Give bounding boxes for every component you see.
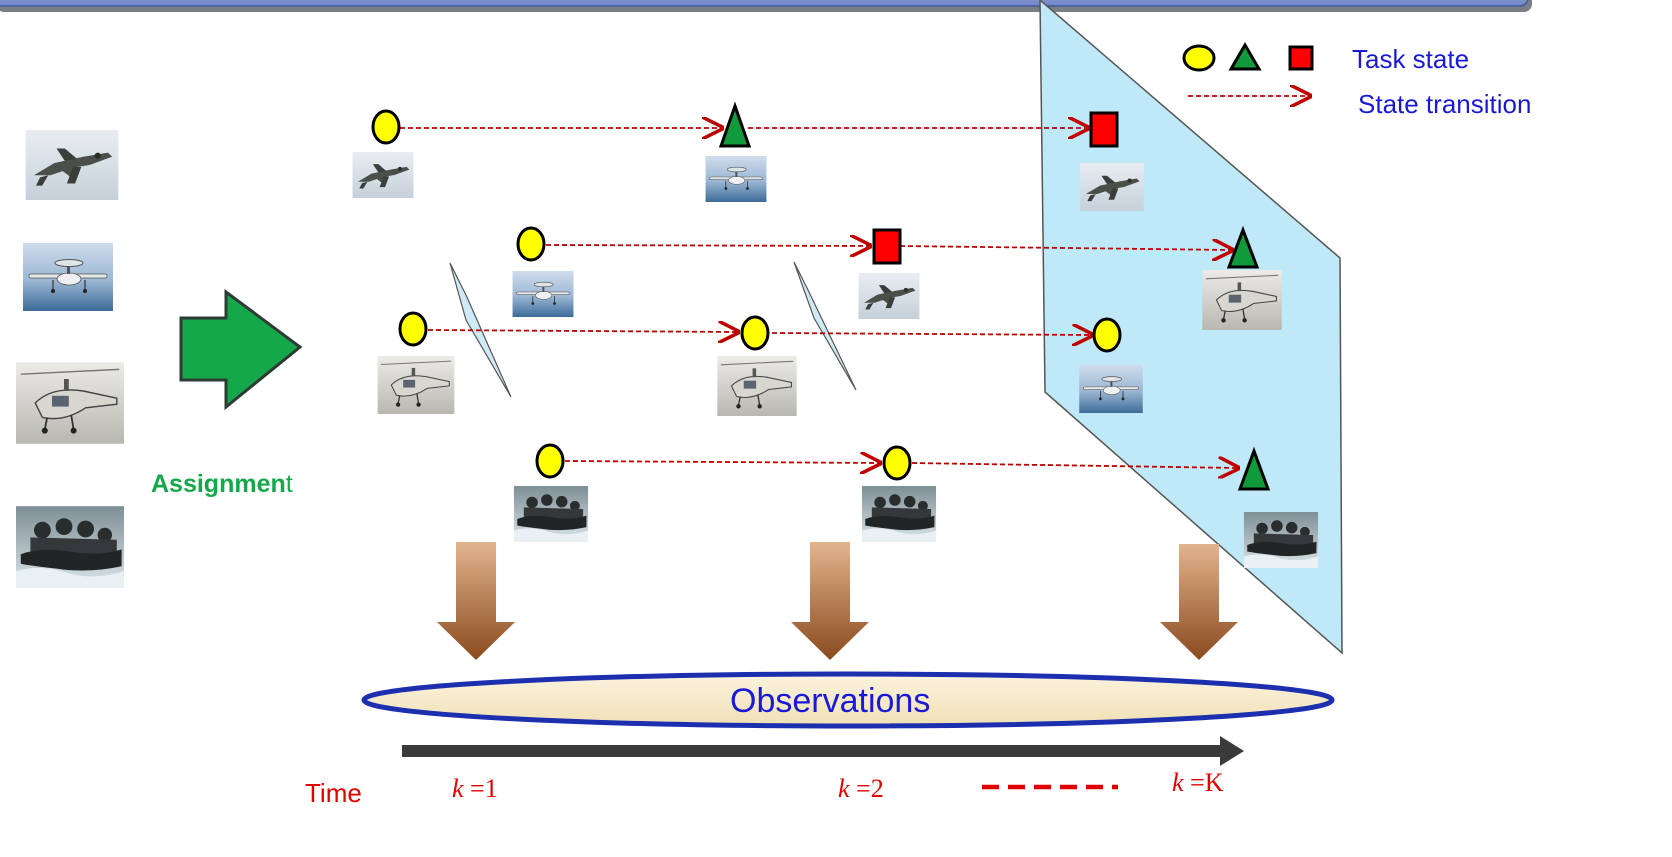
transition-line	[771, 333, 1092, 335]
legend-state-transition: State transition	[1358, 89, 1532, 119]
time-axis	[402, 736, 1244, 790]
legend-task-state: Task state	[1352, 44, 1470, 74]
inflatable-boat-icon	[861, 486, 937, 542]
observations-ellipse	[361, 671, 1335, 729]
state-transitions	[400, 128, 1238, 468]
square-state-icon	[872, 228, 902, 265]
time-step-k1: k =1	[452, 774, 498, 803]
down-arrow-icon	[1160, 544, 1238, 660]
circle-state-icon	[516, 226, 546, 262]
triangle-state-icon	[1228, 42, 1262, 71]
triangle-state-icon	[1226, 225, 1260, 269]
seahawk-helicopter-icon	[16, 361, 124, 445]
harrier-jet-icon	[25, 130, 119, 200]
circle-state-icon	[398, 311, 428, 347]
circle-state-icon	[1182, 44, 1216, 72]
circle-state-icon	[882, 445, 912, 481]
square-state-icon	[1288, 45, 1314, 71]
seahawk-helicopter-icon	[1201, 270, 1283, 330]
seahawk-helicopter-icon	[376, 356, 456, 414]
harrier-jet-icon	[352, 152, 414, 198]
inflatable-boat-icon	[513, 486, 589, 542]
top-banner	[0, 0, 1532, 12]
assignment-label-last: t	[285, 470, 293, 498]
harrier-jet-icon	[1080, 163, 1144, 211]
circle-state-icon	[740, 315, 770, 351]
transition-line	[545, 245, 870, 246]
time-label: Time	[305, 778, 362, 808]
harrier-jet-icon	[858, 273, 920, 319]
assignment-label-main: Assignmen	[151, 470, 286, 498]
observations-label: Observations	[730, 682, 931, 720]
hawkeye-aircraft-icon	[511, 271, 575, 317]
transition-line	[899, 246, 1232, 250]
hawkeye-aircraft-icon	[704, 156, 768, 202]
observation-arrows	[437, 542, 1238, 660]
transition-line	[564, 461, 880, 463]
circle-state-icon	[1092, 317, 1122, 353]
triangle-state-icon	[718, 101, 752, 148]
inflatable-boat-icon	[16, 506, 124, 588]
transition-line	[911, 463, 1238, 468]
assignment-label: Assignment	[151, 470, 293, 499]
seahawk-helicopter-icon	[716, 356, 798, 416]
triangle-state-icon	[1237, 446, 1271, 491]
time-step-k2: k =2	[838, 774, 884, 803]
time-step-kK: k =K	[1172, 768, 1224, 797]
legend	[1182, 42, 1314, 96]
assignment-arrow	[179, 289, 303, 411]
inflatable-boat-icon	[1243, 512, 1319, 568]
down-arrow-icon	[791, 542, 869, 660]
square-state-icon	[1089, 111, 1119, 148]
circle-state-icon	[371, 109, 401, 145]
hawkeye-aircraft-icon	[22, 243, 114, 311]
separator-plane-2	[793, 261, 857, 391]
circle-state-icon	[535, 443, 565, 479]
transition-line	[427, 330, 738, 332]
down-arrow-icon	[437, 542, 515, 660]
hawkeye-aircraft-icon	[1078, 365, 1144, 413]
